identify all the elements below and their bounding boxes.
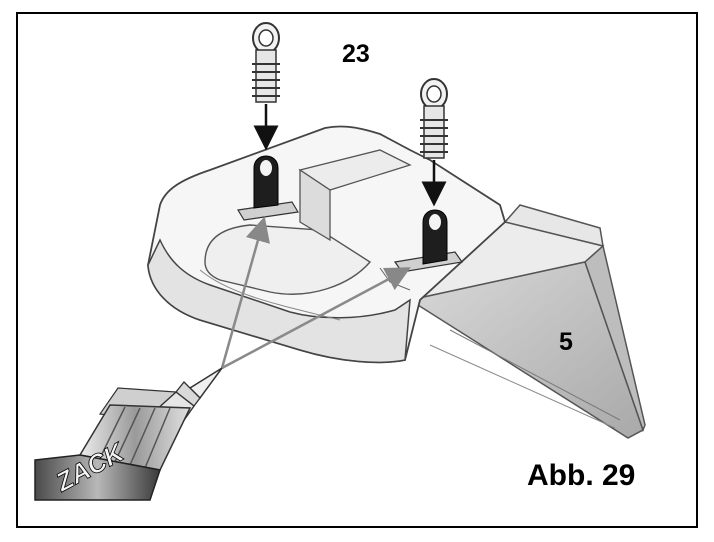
glue-line-right — [221, 267, 411, 370]
clip-left-installed — [253, 155, 279, 209]
clip-right-installed — [422, 209, 448, 265]
adhesive-bottle: ZACK — [34, 367, 223, 501]
outer-border — [16, 12, 698, 528]
deflector-part-5 — [408, 204, 646, 439]
base-housing — [147, 125, 507, 364]
part-label-23: 23 — [342, 40, 370, 68]
figure-caption: Abb. 29 — [527, 459, 636, 492]
clip-right-floating — [420, 78, 448, 159]
clip-left-floating — [252, 22, 280, 103]
part-label-5: 5 — [559, 328, 573, 356]
glue-line-left — [220, 216, 270, 369]
